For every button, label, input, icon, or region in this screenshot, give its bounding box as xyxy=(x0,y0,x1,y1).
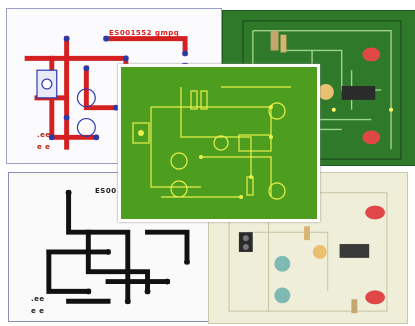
pcb-front-green-panel xyxy=(118,64,320,222)
bw-panel-footer-2: e e xyxy=(31,307,45,315)
red-panel-footer: .ee xyxy=(37,131,51,139)
red-panel-title: ES001552 gmpq xyxy=(109,29,180,37)
bw-panel-footer: .ee xyxy=(31,295,45,303)
red-panel-footer-2: e e xyxy=(37,143,51,151)
front-pcb-drawing xyxy=(132,86,291,200)
bw-panel-title: ES00 xyxy=(95,187,117,195)
cream-pcb-drawing xyxy=(228,192,388,314)
